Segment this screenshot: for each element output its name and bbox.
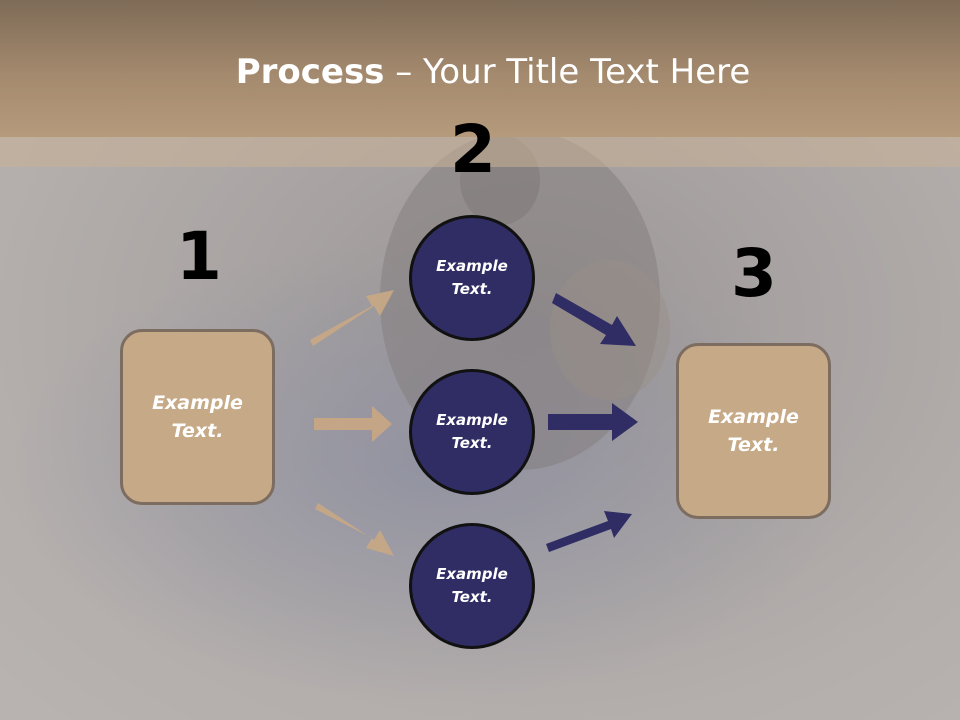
- step-circle-bottom: Example Text.: [409, 523, 535, 649]
- step-box-right: Example Text.: [676, 343, 831, 519]
- step-box-left: Example Text.: [120, 329, 275, 505]
- step-number-3: 3: [731, 235, 777, 312]
- title-bar: [0, 0, 960, 137]
- arrow-to-middle: [314, 406, 392, 442]
- step-circle-top: Example Text.: [409, 215, 535, 341]
- step-number-2: 2: [450, 111, 496, 188]
- arrow-from-bottom: [546, 511, 632, 552]
- step-box-right-text: Example Text.: [708, 405, 799, 457]
- step-circle-top-text: Example Text.: [436, 256, 508, 298]
- title-rest: – Your Title Text Here: [384, 52, 751, 92]
- step-box-left-text: Example Text.: [152, 391, 243, 443]
- arrow-from-middle: [548, 403, 638, 441]
- arrow-to-bottom: [315, 503, 394, 556]
- slide-title: Process – Your Title Text Here: [0, 52, 960, 92]
- title-bold: Process: [235, 52, 385, 92]
- arrow-to-top: [310, 290, 394, 346]
- step-number-1: 1: [176, 218, 222, 295]
- step-circle-middle: Example Text.: [409, 369, 535, 495]
- step-circle-middle-text: Example Text.: [436, 410, 508, 452]
- step-circle-bottom-text: Example Text.: [436, 564, 508, 606]
- title-band: [0, 137, 960, 167]
- arrow-from-top: [552, 293, 636, 346]
